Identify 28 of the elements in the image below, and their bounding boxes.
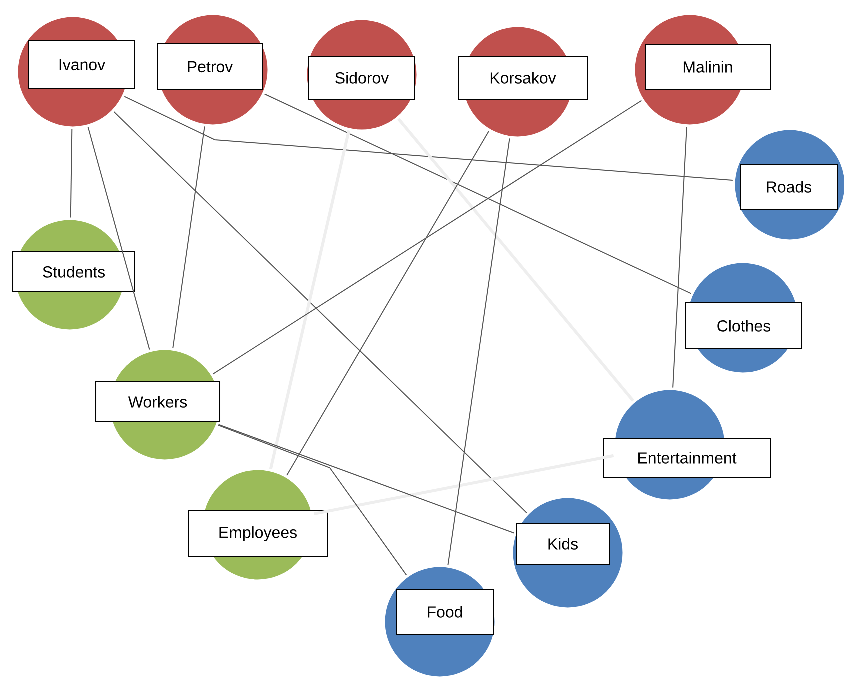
circle-node: Ivanov <box>16 14 136 130</box>
connector-line <box>124 96 734 182</box>
circle-node: Kids <box>510 496 626 610</box>
connector-line <box>314 454 614 516</box>
connector-line <box>397 118 635 402</box>
connector-line <box>218 424 408 576</box>
connector-line <box>212 100 642 375</box>
circle-node: Clothes <box>686 260 802 376</box>
circle-node: Entertainment <box>603 388 771 502</box>
circle-node: Roads <box>732 128 844 242</box>
connector-line <box>218 424 515 534</box>
connector-line <box>172 126 206 349</box>
connector-line <box>672 126 688 388</box>
connector-line <box>264 94 692 294</box>
circle-node: Petrov <box>156 12 270 128</box>
circle-node: Food <box>382 564 498 680</box>
connector-line <box>114 111 528 514</box>
connector-line <box>286 130 490 476</box>
circle-node: Sidorov <box>304 18 420 132</box>
circle-node: Workers <box>96 348 222 462</box>
circle-node: Employees <box>188 468 328 582</box>
connector-line <box>448 138 510 566</box>
circle-node: Students <box>12 218 136 332</box>
connector-line <box>88 126 150 350</box>
circle-node: Korsakov <box>458 24 588 140</box>
connector-line <box>269 130 351 470</box>
connector-line <box>70 128 73 218</box>
circle-node: Malinin <box>632 12 771 128</box>
